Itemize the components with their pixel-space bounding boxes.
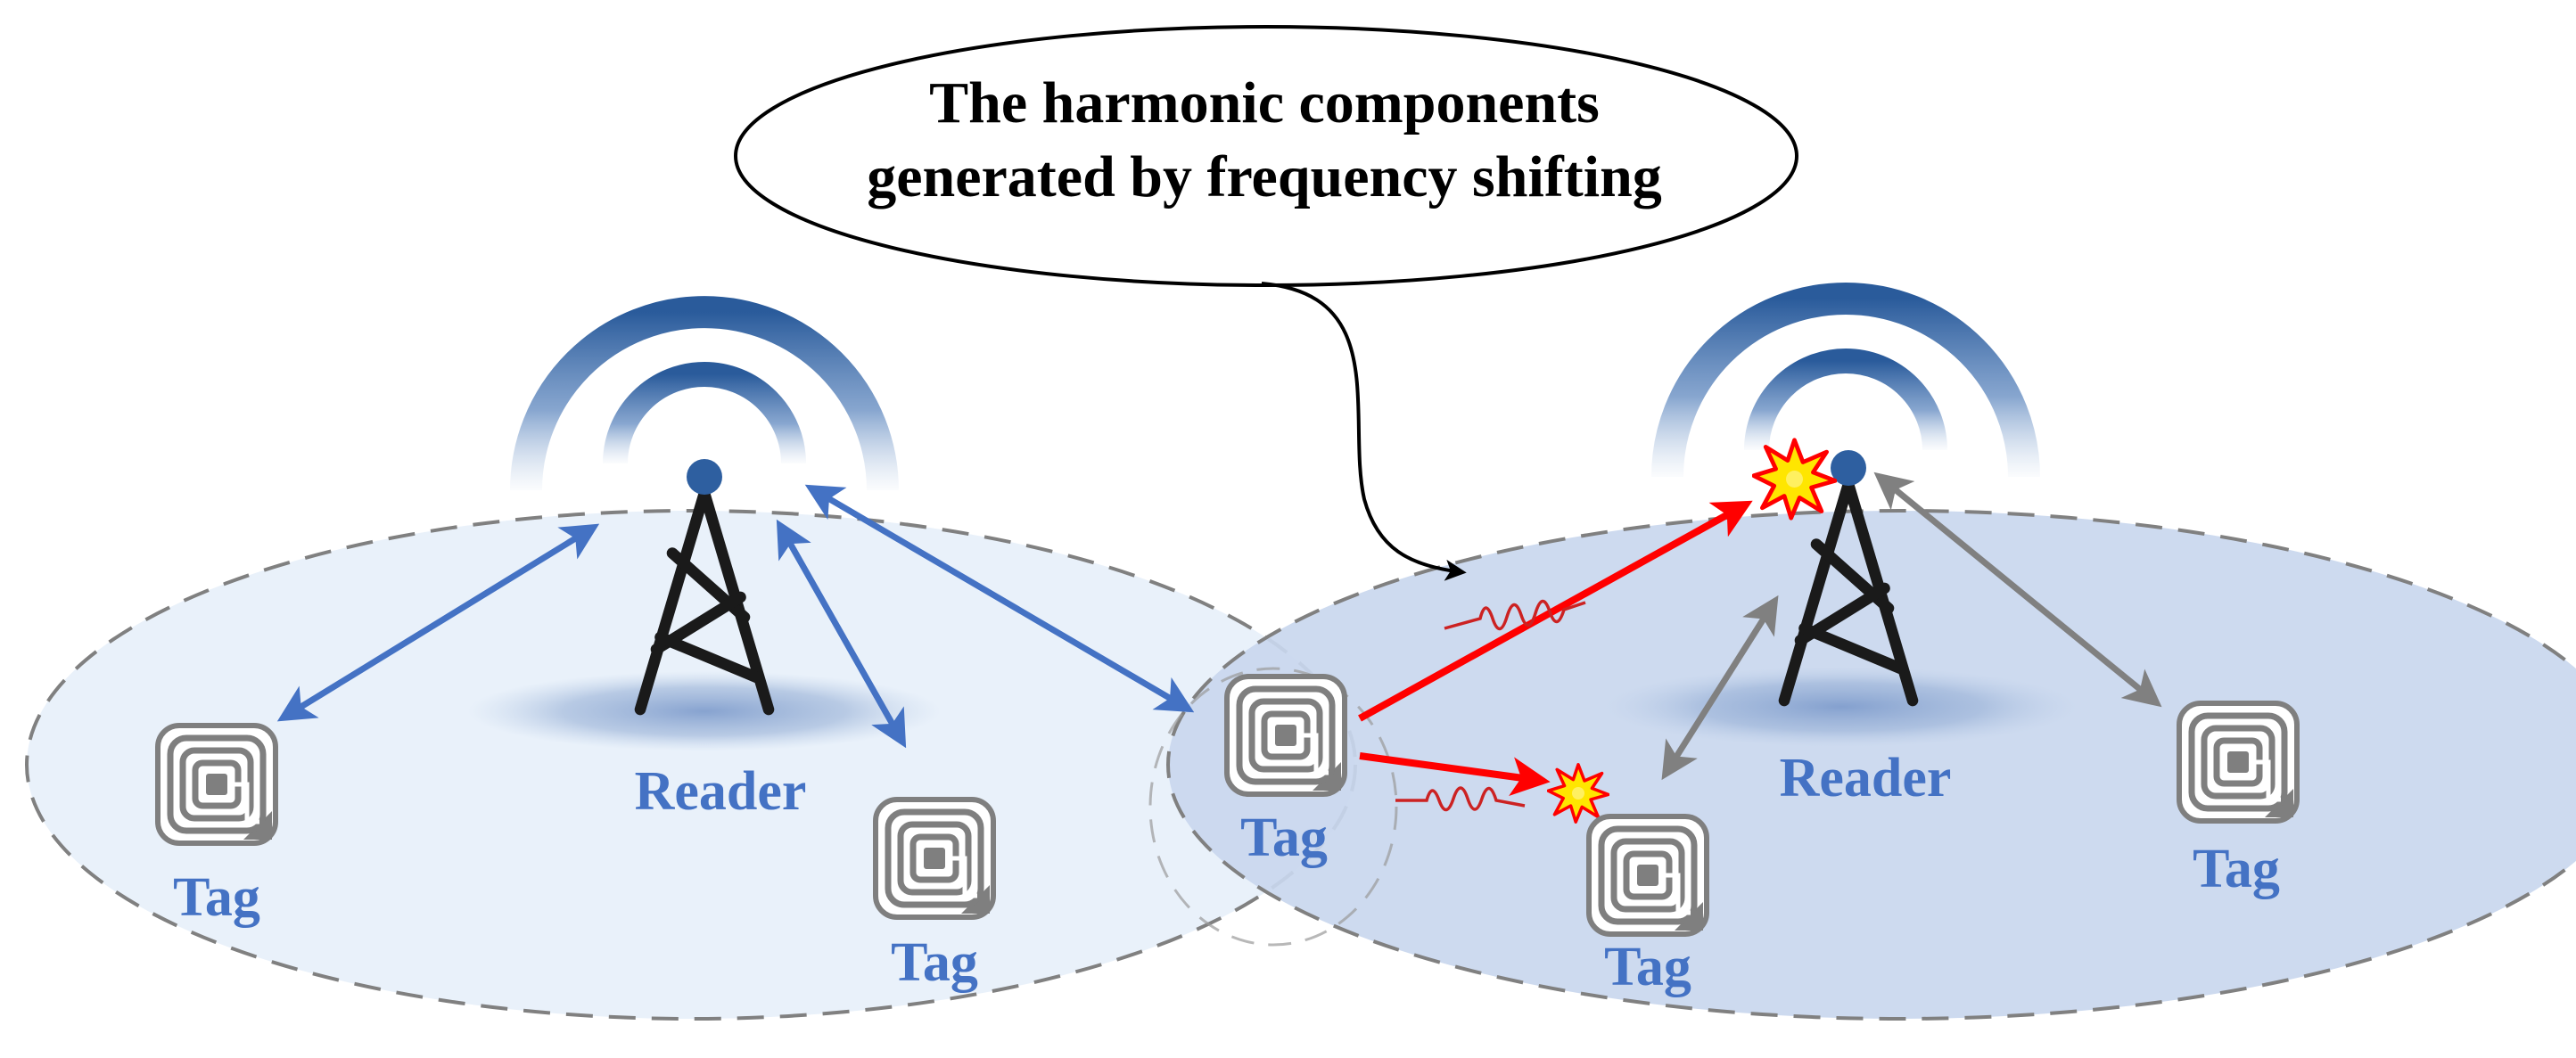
harmonic-wave-icon-lower: [1395, 786, 1526, 812]
tag-label-4: Tag: [1604, 937, 1691, 997]
rfid-tag-icon-1: [158, 726, 276, 843]
tag-label-3: Tag: [1240, 808, 1328, 868]
callout-pointer: [1261, 282, 1467, 581]
interference-arrow-to-right-reader: [1358, 500, 1753, 722]
left-reader-signal-icon: [510, 296, 899, 491]
link-arrow-right-reader-tag-5: [1873, 472, 2162, 708]
link-arrow-right-reader-tag-4: [1661, 595, 1779, 781]
left-reader-tower-icon: [640, 459, 769, 709]
tag-label-1: Tag: [173, 867, 260, 928]
right-reader-shadow: [1605, 667, 2078, 747]
collision-burst-icon-reader: [1754, 440, 1835, 518]
rfid-tag-icon-2: [876, 800, 993, 917]
right-reader-tower-icon: [1784, 450, 1913, 701]
tag-overlap-circle: [1148, 667, 1398, 947]
tag-label-2: Tag: [891, 932, 978, 993]
rfid-tag-icon-5: [2179, 703, 2297, 821]
interference-arrow-to-tag-4: [1359, 752, 1551, 797]
right-reader-signal-icon: [1651, 283, 2040, 478]
callout-line-1: The harmonic components: [929, 70, 1600, 135]
harmonic-wave-icon-upper: [1444, 599, 1586, 631]
link-arrow-left-reader-tag-1: [276, 523, 600, 722]
rfid-tag-icon-3: [1227, 677, 1345, 794]
callout-line-2: generated by frequency shifting: [867, 144, 1662, 209]
link-arrow-left-reader-tag-3: [804, 484, 1195, 713]
reader-label-right: Reader: [1780, 748, 1952, 808]
tag-label-5: Tag: [2193, 839, 2280, 899]
rfid-tag-icon-4: [1589, 816, 1707, 934]
reader-label-left: Reader: [635, 761, 807, 822]
